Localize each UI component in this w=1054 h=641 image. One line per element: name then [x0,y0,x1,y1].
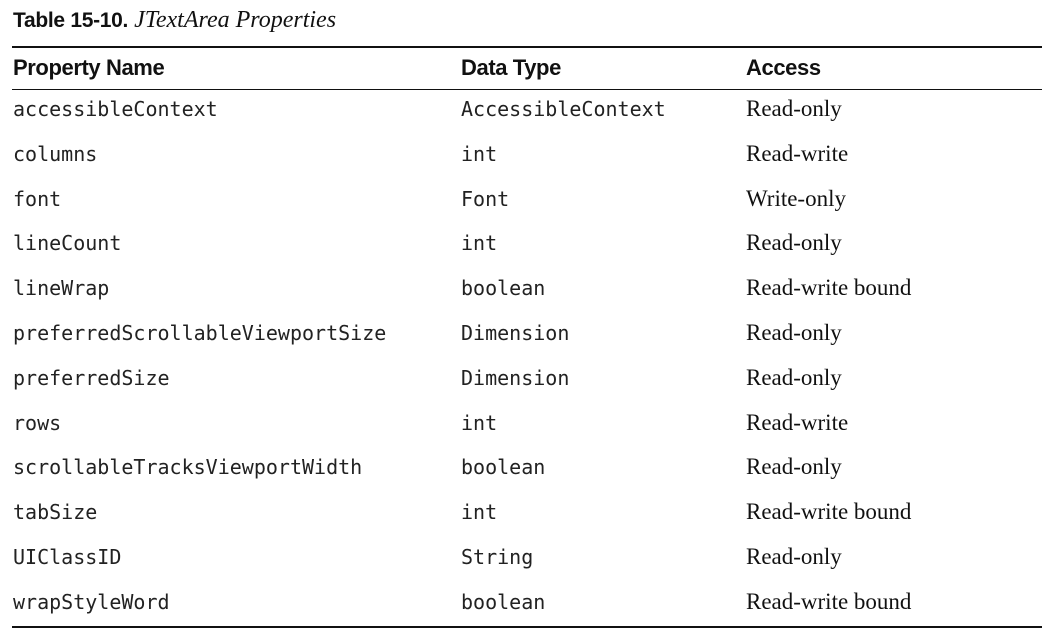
table-caption: Table 15-10.JTextArea Properties [13,6,336,35]
table-row: font Font Write-only [12,180,1042,225]
table-header-row: Property Name Data Type Access [12,52,1042,86]
data-type-cell: int [461,410,498,435]
table-row: preferredScrollableViewportSize Dimensio… [12,314,1042,359]
property-name-cell: accessibleContext [13,97,218,121]
property-name-cell: preferredSize [13,365,170,390]
property-name-cell: lineWrap [13,276,110,301]
table-row: lineCount int Read-only [12,224,1042,269]
access-cell: Read-only [746,319,842,345]
table-title: JTextArea Properties [134,7,337,33]
table-row: scrollableTracksViewportWidth boolean Re… [12,448,1042,493]
data-type-cell: Dimension [461,320,570,345]
table-row: rows int Read-write [12,404,1042,449]
data-type-cell: AccessibleContext [461,97,666,121]
table-row: columns int Read-write [12,135,1042,180]
header-access: Access [746,55,821,80]
table-row: accessibleContext AccessibleContext Read… [12,90,1042,135]
data-type-cell: boolean [461,455,546,480]
access-cell: Read-only [746,230,842,256]
table-body: accessibleContext AccessibleContext Read… [12,90,1042,628]
table-row: wrapStyleWord boolean Read-write bound [12,583,1042,628]
access-cell: Read-write bound [746,275,912,301]
header-data-type: Data Type [461,55,561,80]
access-cell: Read-write bound [746,588,912,614]
property-name-cell: rows [13,410,62,435]
table-number: Table 15-10. [13,9,129,32]
header-property-name: Property Name [13,55,165,80]
access-cell: Read-only [746,364,842,390]
table-row: preferredSize Dimension Read-only [12,359,1042,404]
table-header-rule [12,89,1042,90]
table-row: tabSize int Read-write bound [12,493,1042,538]
data-type-cell: int [461,231,498,256]
access-cell: Read-only [746,543,842,569]
table-top-rule [12,46,1042,48]
property-name-cell: tabSize [13,500,98,525]
table-bottom-rule [12,626,1042,628]
access-cell: Read-only [746,96,842,121]
data-type-cell: String [461,544,534,569]
data-type-cell: Font [461,186,510,211]
access-cell: Read-write [746,409,849,435]
data-type-cell: boolean [461,276,546,301]
property-name-cell: scrollableTracksViewportWidth [13,455,363,480]
data-type-cell: Dimension [461,365,570,390]
access-cell: Read-write [746,140,849,166]
property-name-cell: columns [13,141,98,166]
table-row: UIClassID String Read-only [12,538,1042,583]
property-name-cell: lineCount [13,231,122,256]
access-cell: Read-write bound [746,499,912,525]
property-name-cell: font [13,186,62,211]
property-name-cell: UIClassID [13,544,122,569]
access-cell: Read-only [746,454,842,480]
data-type-cell: int [461,141,498,166]
data-type-cell: int [461,500,498,525]
table-row: lineWrap boolean Read-write bound [12,269,1042,314]
data-type-cell: boolean [461,589,546,614]
property-name-cell: wrapStyleWord [13,589,170,614]
property-name-cell: preferredScrollableViewportSize [13,320,387,345]
access-cell: Write-only [746,185,846,211]
